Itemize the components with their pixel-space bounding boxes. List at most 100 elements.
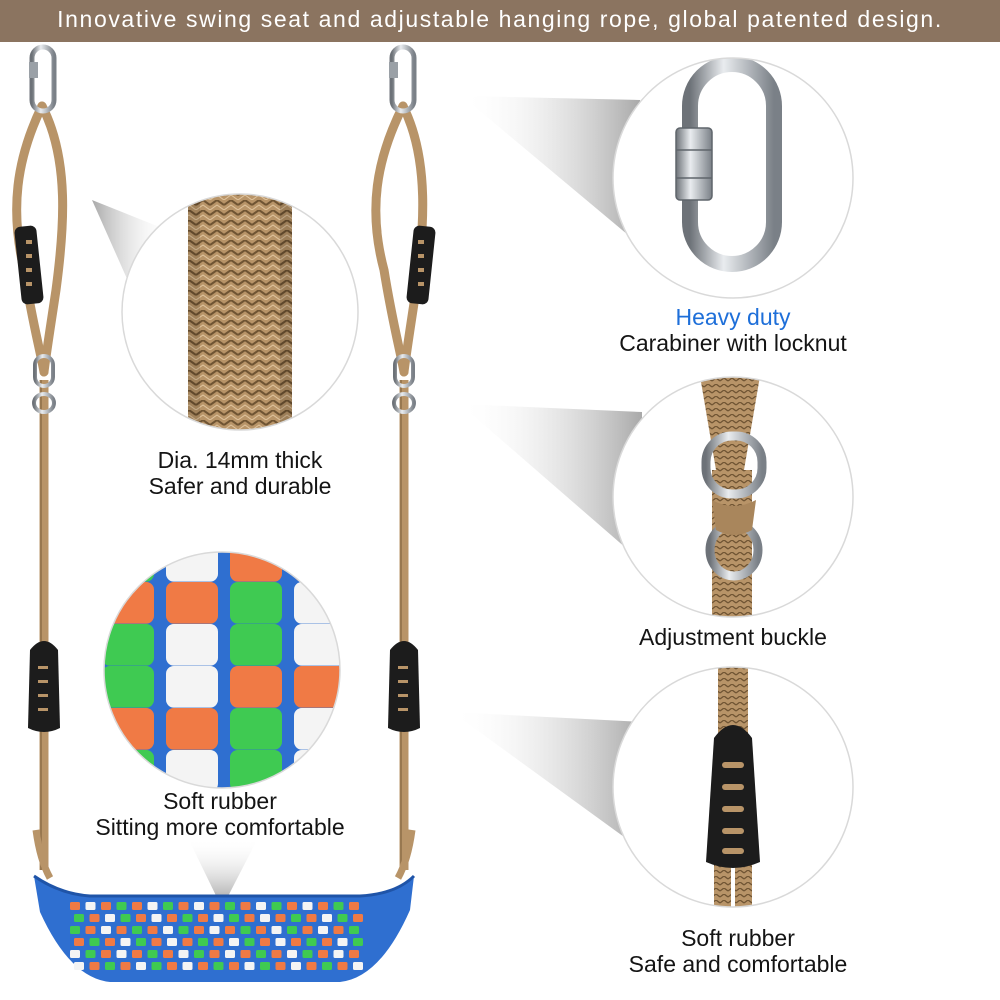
zoom-tile	[230, 708, 282, 750]
seat-tile	[116, 902, 127, 910]
carabiner-caption-line1: Carabiner with locknut	[619, 330, 847, 356]
seat-tile	[260, 938, 270, 946]
carabiner-caption: Heavy duty Carabiner with locknut	[583, 304, 883, 356]
seat-tile	[271, 950, 282, 958]
seat-tile	[244, 914, 255, 922]
sleeve-detail-circle	[612, 666, 854, 908]
seat-tile	[287, 926, 297, 934]
seat-tile	[291, 938, 301, 946]
carabiner-pointer	[462, 96, 640, 245]
seat-tile	[275, 938, 286, 946]
seat-tile	[322, 962, 332, 970]
zoom-tile	[166, 582, 218, 624]
seat-tile	[70, 902, 80, 910]
seat-tile-grid	[70, 902, 363, 970]
seat-tile	[89, 914, 100, 922]
seat-tile	[256, 902, 266, 910]
right-buckle	[392, 354, 416, 414]
carabiner-caption-highlight: Heavy duty	[675, 304, 791, 330]
seat-tile	[85, 950, 96, 958]
sleeve-caption-line1: Soft rubber	[681, 925, 795, 951]
sleeve-caption: Soft rubber Safe and comfortable	[598, 925, 878, 977]
buckle-pointer	[460, 404, 642, 562]
seat-tile	[151, 938, 162, 946]
right-top-carabiner	[389, 44, 417, 114]
seat-tile	[198, 914, 208, 922]
seat-tile	[101, 950, 111, 958]
zoom-tile	[294, 552, 340, 582]
seat-tile	[85, 902, 96, 910]
seat-tile	[333, 950, 344, 958]
seat-tile	[194, 926, 204, 934]
seat-tile	[260, 962, 270, 970]
zoom-tile	[294, 666, 340, 708]
seat-tile	[306, 938, 317, 946]
zoom-tile	[104, 708, 154, 750]
rope-pointer	[92, 200, 172, 290]
seat-tile	[132, 902, 142, 910]
seat-tile	[101, 902, 111, 910]
seat-tile	[70, 950, 80, 958]
buckle-caption-line1: Adjustment buckle	[639, 624, 827, 650]
right-rope	[371, 101, 428, 880]
zoom-tile	[166, 750, 218, 788]
seat-tile	[213, 914, 224, 922]
seat-tile	[85, 926, 96, 934]
seat-tile	[302, 950, 313, 958]
seat-tile	[105, 938, 115, 946]
zoom-tile	[294, 708, 340, 750]
seat-tile	[132, 926, 142, 934]
seat-tile	[225, 902, 235, 910]
buckle-icon	[700, 377, 767, 617]
seat-tile	[151, 914, 162, 922]
rope-caption: Dia. 14mm thick Safer and durable	[120, 447, 360, 499]
seat-tile	[182, 962, 193, 970]
zoom-tile	[166, 708, 218, 750]
seat-tile	[333, 926, 344, 934]
left-lower-sleeve	[28, 641, 60, 732]
seat-tile	[194, 902, 204, 910]
seat-tile	[244, 938, 255, 946]
seat-tile	[337, 938, 348, 946]
left-upper-sleeve	[14, 225, 44, 305]
seat-tile	[353, 914, 363, 922]
seat-tile	[240, 902, 251, 910]
rope-caption-line1: Dia. 14mm thick	[157, 447, 323, 473]
carabiner-icon	[675, 58, 782, 272]
seat-tile	[74, 914, 84, 922]
seat-tile	[178, 926, 189, 934]
seat-tile	[120, 914, 131, 922]
seat-tile	[287, 950, 297, 958]
seat-tile	[225, 950, 235, 958]
seat-tile	[229, 938, 239, 946]
sleeve-caption-line2: Safe and comfortable	[628, 951, 848, 977]
header-banner: Innovative swing seat and adjustable han…	[0, 0, 1000, 42]
seat-tile	[163, 902, 173, 910]
seat-tile	[271, 902, 282, 910]
seat-tile	[302, 902, 313, 910]
seat-tile	[353, 962, 363, 970]
rope-caption-line2: Safer and durable	[148, 473, 332, 499]
seat-tile	[322, 938, 332, 946]
seat-caption-line2: Sitting more comfortable	[95, 814, 345, 840]
seat-tile	[116, 950, 127, 958]
seat-tile	[213, 962, 224, 970]
seat-tile	[147, 926, 158, 934]
seat-tile	[136, 914, 146, 922]
zoom-tile	[230, 624, 282, 666]
seat-tile	[147, 950, 158, 958]
seat-tile	[101, 926, 111, 934]
seat-tile	[132, 950, 142, 958]
seat-tile	[209, 926, 220, 934]
seat-tile	[318, 902, 328, 910]
rope-detail-circle	[121, 193, 359, 431]
seat-tile	[178, 950, 189, 958]
seat-tile	[333, 902, 344, 910]
seat-tile	[194, 950, 204, 958]
zoom-tile	[104, 552, 154, 582]
seat-tile	[198, 962, 208, 970]
seat-tile	[167, 962, 177, 970]
sleeve-pointer	[452, 712, 642, 850]
